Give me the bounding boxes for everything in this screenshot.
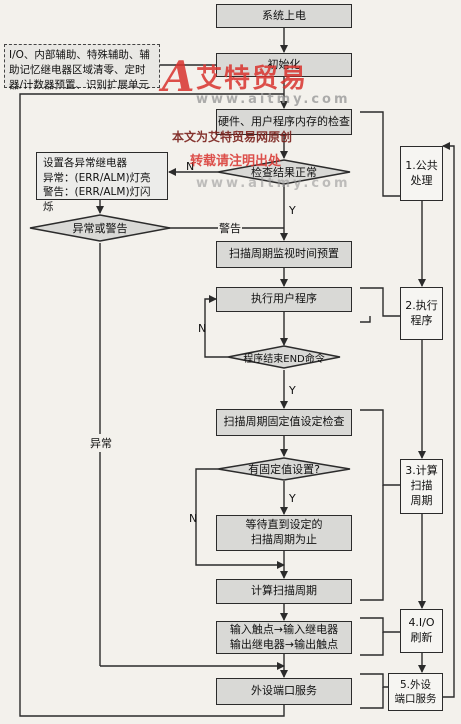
power-on-box: 系统上电: [216, 4, 352, 28]
abnormal-warning-label: 异常或警告: [72, 222, 128, 235]
wait-cycle-box: 等待直到设定的 扫描周期为止: [216, 515, 352, 551]
abnormal-diamond: [29, 214, 171, 242]
watermark-url-2: www.aitmy.com: [196, 176, 351, 191]
phase-execute-program: 2.执行 程序: [400, 287, 443, 340]
alarm-line: 警告：(ERR/ALM)灯闪烁: [43, 186, 151, 214]
watchdog-preset-box: 扫描周期监视时间预置: [216, 241, 352, 268]
init-box: 初始化: [216, 53, 352, 77]
watermark-logo: A: [162, 52, 195, 101]
phase-calc-cycle: 3.计算 扫描 周期: [400, 459, 443, 514]
phase-line: 扫描: [410, 479, 433, 493]
phase-io-refresh: 4.I/O 刷新: [400, 609, 443, 653]
init-note-line: 器/计数器预置、识别扩展单元: [9, 79, 150, 92]
watermark-notice-1: 本文为艾特贸易网原创: [172, 130, 293, 144]
watchdog-preset-label: 扫描周期监视时间预置: [229, 247, 339, 261]
init-note-line: I/O、内部辅助、特殊辅助、辅: [9, 49, 150, 61]
watermark-logo-letter: A: [162, 52, 195, 101]
io-refresh-box: 输入触点→输入继电器 输出继电器→输出触点: [216, 621, 352, 654]
edge-label-y-check: Y: [289, 204, 296, 217]
check-result-label: 检查结果正常: [251, 166, 317, 179]
peripheral-label: 外设端口服务: [251, 684, 317, 698]
watermark-brand: 艾特贸易: [196, 64, 309, 94]
edge-label-y-fixed: Y: [289, 492, 296, 505]
phase-line: 2.执行: [405, 298, 438, 312]
fixed-check-label: 扫描周期固定值设定检查: [223, 415, 345, 429]
phase-line: 3.计算: [405, 464, 438, 478]
peripheral-box: 外设端口服务: [216, 678, 352, 705]
edge-label-n-check: N: [186, 160, 195, 173]
hw-check-box: 硬件、用户程序内存的检查: [216, 109, 352, 135]
phase-common-process: 1.公共 处理: [400, 146, 443, 201]
edge-label-abnormal: 异常: [90, 434, 112, 452]
wait-cycle-line: 等待直到设定的: [245, 518, 323, 532]
phase-line: 5.外设: [399, 678, 432, 691]
init-note: I/O、内部辅助、特殊辅助、辅 助记忆继电器区域清零、定时 器/计数器预置、识别…: [4, 44, 160, 91]
edge-label-n-fixed: N: [189, 512, 198, 525]
hw-check-label: 硬件、用户程序内存的检查: [218, 114, 350, 128]
edge-label-warning: 警告: [218, 220, 242, 236]
power-on-label: 系统上电: [262, 8, 306, 22]
phase-line: 4.I/O: [408, 616, 435, 630]
calc-cycle-label: 计算扫描周期: [251, 584, 317, 598]
execute-program-label: 执行用户程序: [251, 292, 317, 306]
phase-line: 端口服务: [394, 693, 437, 705]
init-note-line: 助记忆继电器区域清零、定时: [9, 64, 146, 77]
phase-line: 程序: [410, 313, 433, 327]
phase-peripheral-service: 5.外设 端口服务: [388, 673, 443, 711]
phase-line: 刷新: [410, 631, 433, 644]
calc-cycle-box: 计算扫描周期: [216, 579, 352, 604]
watermark-notice-2: 转载请注明出处: [190, 154, 282, 169]
alarm-relay-box: 设置各异常继电器 异常：(ERR/ALM)灯亮 警告：(ERR/ALM)灯闪烁: [36, 152, 168, 213]
edge-label-n-end: N: [198, 322, 207, 335]
end-cmd-label: 程序结束END命令: [243, 353, 325, 365]
phase-line: 处理: [410, 173, 433, 187]
io-refresh-line: 输入触点→输入继电器: [229, 622, 339, 636]
wait-cycle-line: 扫描周期为止: [251, 533, 317, 546]
check-result-diamond: [217, 159, 351, 185]
phase-line: 1.公共: [405, 158, 438, 172]
execute-program-box: 执行用户程序: [216, 287, 352, 312]
io-refresh-line: 输出继电器→输出触点: [229, 637, 339, 651]
edge-label-y-end: Y: [289, 384, 296, 397]
alarm-line: 异常：(ERR/ALM)灯亮: [43, 171, 151, 184]
watermark-url-1: www.aitmy.com: [196, 92, 351, 107]
fixed-set-label: 有固定值设置?: [248, 463, 320, 476]
alarm-line: 设置各异常继电器: [43, 157, 127, 169]
fixed-check-box: 扫描周期固定值设定检查: [216, 409, 352, 436]
phase-line: 周期: [410, 493, 433, 507]
end-cmd-diamond: [227, 345, 341, 369]
fixed-set-diamond: [217, 457, 351, 481]
init-label: 初始化: [267, 57, 301, 71]
